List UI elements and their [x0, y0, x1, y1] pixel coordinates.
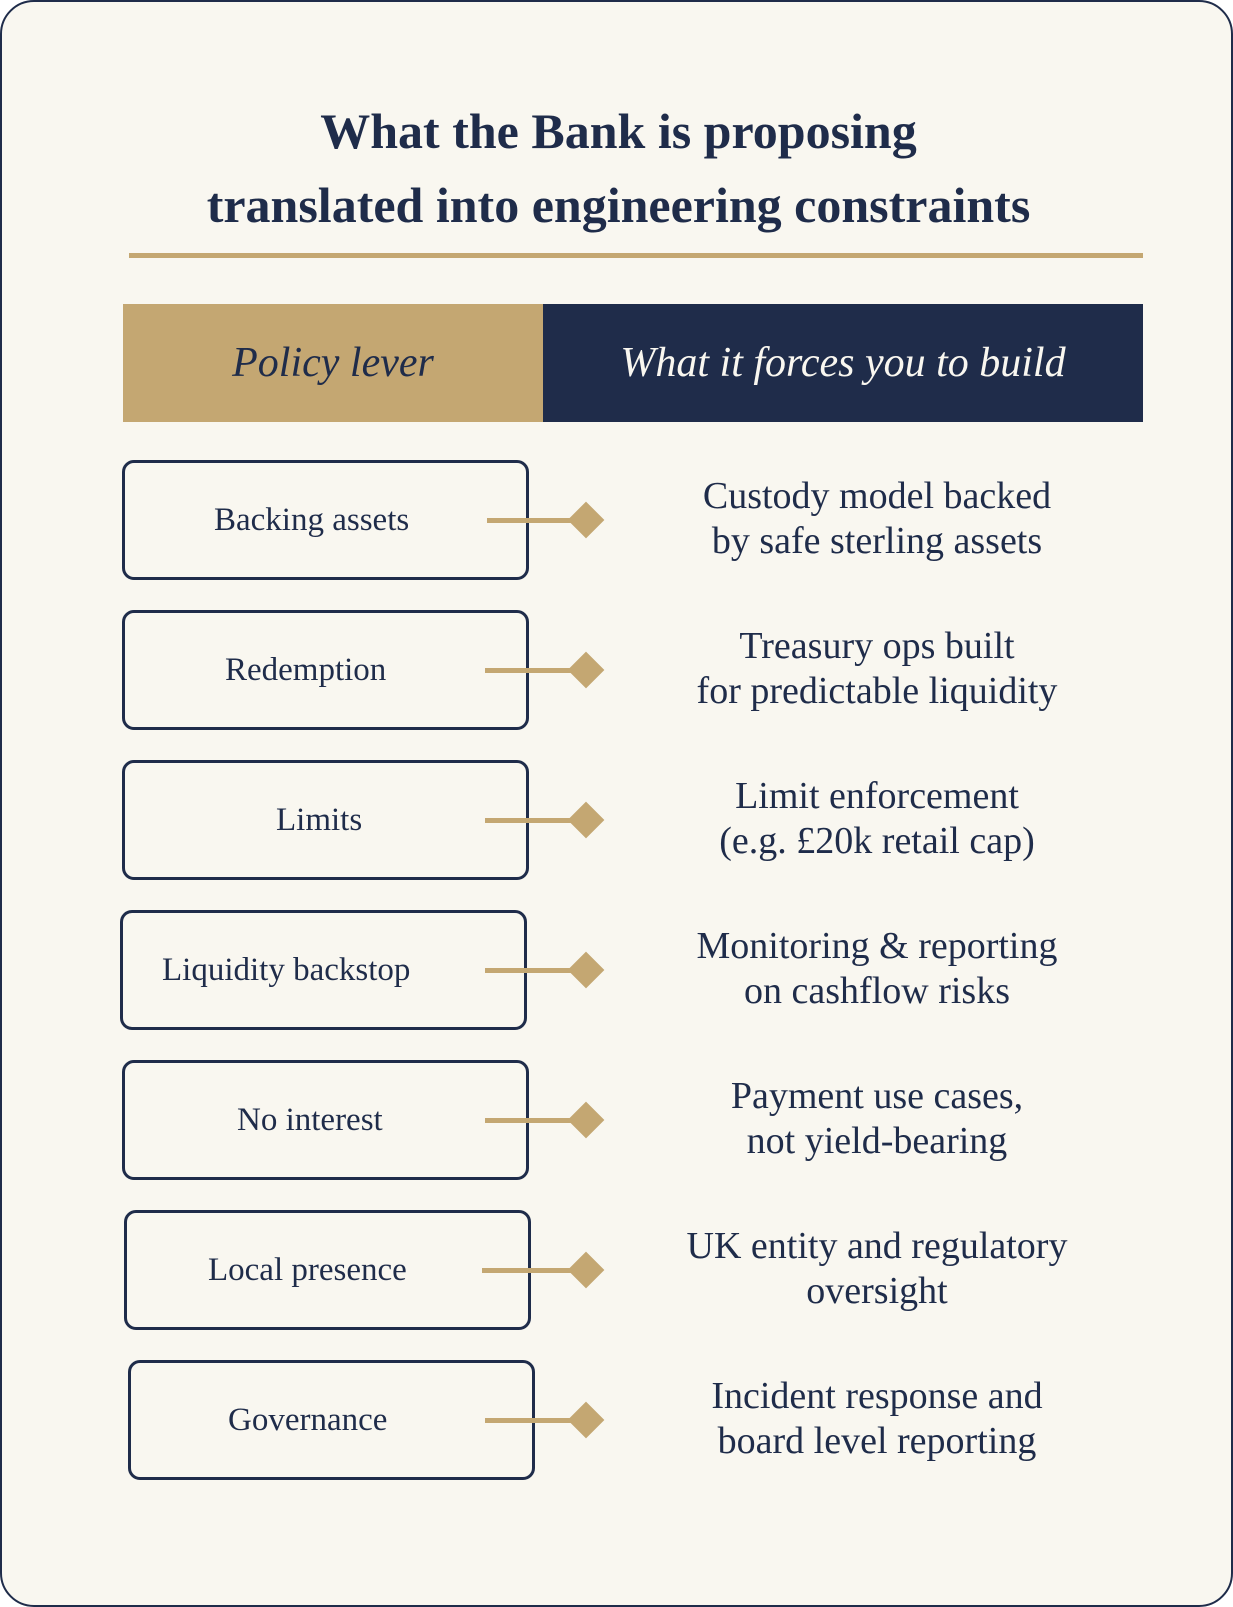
outcome-text: Monitoring & reporting on cashflow risks: [632, 924, 1122, 1014]
mapping-row: Limits Limit enforcement (e.g. £20k reta…: [2, 760, 1233, 884]
outcome-line-2: oversight: [806, 1270, 948, 1312]
diamond-arrowhead: [567, 801, 605, 839]
connector-line: [485, 968, 585, 973]
mapping-row: Governance Incident response and board l…: [2, 1360, 1233, 1484]
outcome-text: Custody model backed by safe sterling as…: [632, 474, 1122, 564]
diamond-arrowhead: [567, 1401, 605, 1439]
title-underline: [129, 253, 1143, 258]
mapping-row: Local presence UK entity and regulatory …: [2, 1210, 1233, 1334]
title-line-1: What the Bank is proposing: [320, 103, 917, 159]
connector-line: [487, 518, 585, 523]
connector-line: [485, 668, 585, 673]
outcome-line-2: (e.g. £20k retail cap): [719, 820, 1035, 862]
mapping-row: Backing assets Custody model backed by s…: [2, 460, 1233, 584]
header-what-it-forces: What it forces you to build: [543, 304, 1143, 422]
outcome-line-1: Payment use cases,: [730, 1075, 1024, 1117]
outcome-text: Payment use cases, not yield-bearing: [632, 1074, 1122, 1164]
diamond-arrowhead: [567, 1251, 605, 1289]
diamond-arrowhead: [567, 951, 605, 989]
page-title: What the Bank is proposing translated in…: [2, 94, 1233, 242]
lever-label: Local presence: [208, 1252, 407, 1288]
outcome-text: Limit enforcement (e.g. £20k retail cap): [632, 774, 1122, 864]
lever-label: No interest: [237, 1102, 383, 1138]
lever-label: Redemption: [225, 652, 387, 688]
header-policy-lever-label: Policy lever: [232, 340, 434, 386]
header-what-it-forces-label: What it forces you to build: [620, 340, 1066, 386]
lever-label: Governance: [228, 1402, 388, 1438]
connector-line: [485, 818, 585, 823]
outcome-line-1: Limit enforcement: [735, 775, 1019, 817]
lever-label: Liquidity backstop: [162, 952, 411, 988]
lever-box: [122, 460, 529, 580]
header-policy-lever: Policy lever: [123, 304, 543, 422]
connector-line: [485, 1118, 585, 1123]
outcome-text: UK entity and regulatory oversight: [632, 1224, 1122, 1314]
mapping-row: Liquidity backstop Monitoring & reportin…: [2, 910, 1233, 1034]
diamond-arrowhead: [567, 501, 605, 539]
outcome-line-2: board level reporting: [717, 1420, 1037, 1462]
outcome-line-2: for predictable liquidity: [696, 670, 1058, 712]
lever-label: Limits: [276, 802, 363, 838]
outcome-line-1: Monitoring & reporting: [696, 925, 1058, 967]
title-line-2: translated into engineering constraints: [206, 177, 1031, 233]
outcome-line-1: Incident response and: [711, 1375, 1043, 1417]
mapping-row: Redemption Treasury ops built for predic…: [2, 610, 1233, 734]
mapping-row: No interest Payment use cases, not yield…: [2, 1060, 1233, 1184]
outcome-line-2: on cashflow risks: [744, 970, 1010, 1012]
outcome-line-1: Treasury ops built: [739, 625, 1015, 667]
outcome-line-2: by safe sterling assets: [711, 520, 1043, 562]
connector-line: [485, 1418, 585, 1423]
lever-box: [122, 1060, 529, 1180]
lever-box: [122, 760, 529, 880]
lever-label: Backing assets: [214, 502, 410, 538]
outcome-text: Incident response and board level report…: [632, 1374, 1122, 1464]
outcome-text: Treasury ops built for predictable liqui…: [632, 624, 1122, 714]
outcome-line-2: not yield-bearing: [746, 1120, 1008, 1162]
lever-box: [128, 1360, 535, 1480]
diamond-arrowhead: [567, 651, 605, 689]
diamond-arrowhead: [567, 1101, 605, 1139]
connector-line: [482, 1268, 585, 1273]
lever-box: [122, 610, 529, 730]
lever-box: [124, 1210, 531, 1330]
outcome-line-1: UK entity and regulatory: [686, 1225, 1068, 1267]
outcome-line-1: Custody model backed: [702, 475, 1052, 517]
